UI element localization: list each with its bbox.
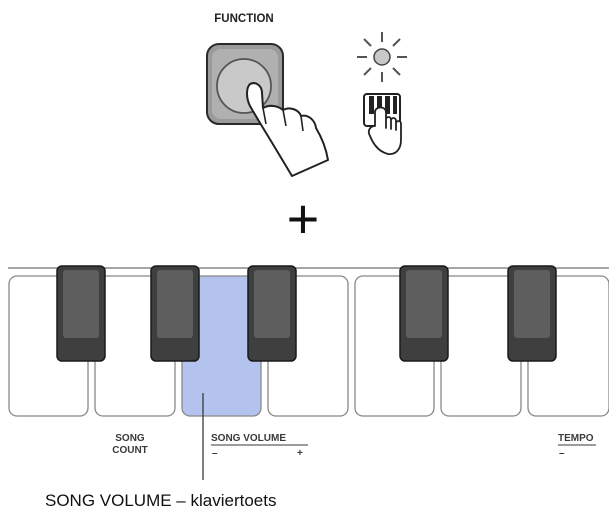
song-count-label-line1: SONG <box>115 433 145 444</box>
song-volume-label: SONG VOLUME <box>211 433 286 444</box>
black-key-1[interactable] <box>56 265 106 362</box>
song-volume-plus: + <box>297 448 303 459</box>
hand-press-icon <box>246 82 329 177</box>
keyboard <box>8 265 609 417</box>
black-key-2[interactable] <box>150 265 200 362</box>
function-label: FUNCTION <box>214 13 273 25</box>
black-key-3[interactable] <box>247 265 297 362</box>
tempo-minus: – <box>559 448 565 459</box>
caption: SONG VOLUME – klaviertoets <box>45 491 276 510</box>
blinking-lamp-icon <box>357 32 407 82</box>
black-key-4[interactable] <box>399 265 449 362</box>
black-keys <box>56 265 557 362</box>
tempo-label: TEMPO <box>558 433 594 444</box>
black-key-5[interactable] <box>507 265 557 362</box>
song-count-label-line2: COUNT <box>112 445 148 456</box>
song-volume-minus: – <box>212 448 218 459</box>
keyboard-hand-icon <box>363 93 402 155</box>
plus-sign: + <box>287 187 320 250</box>
